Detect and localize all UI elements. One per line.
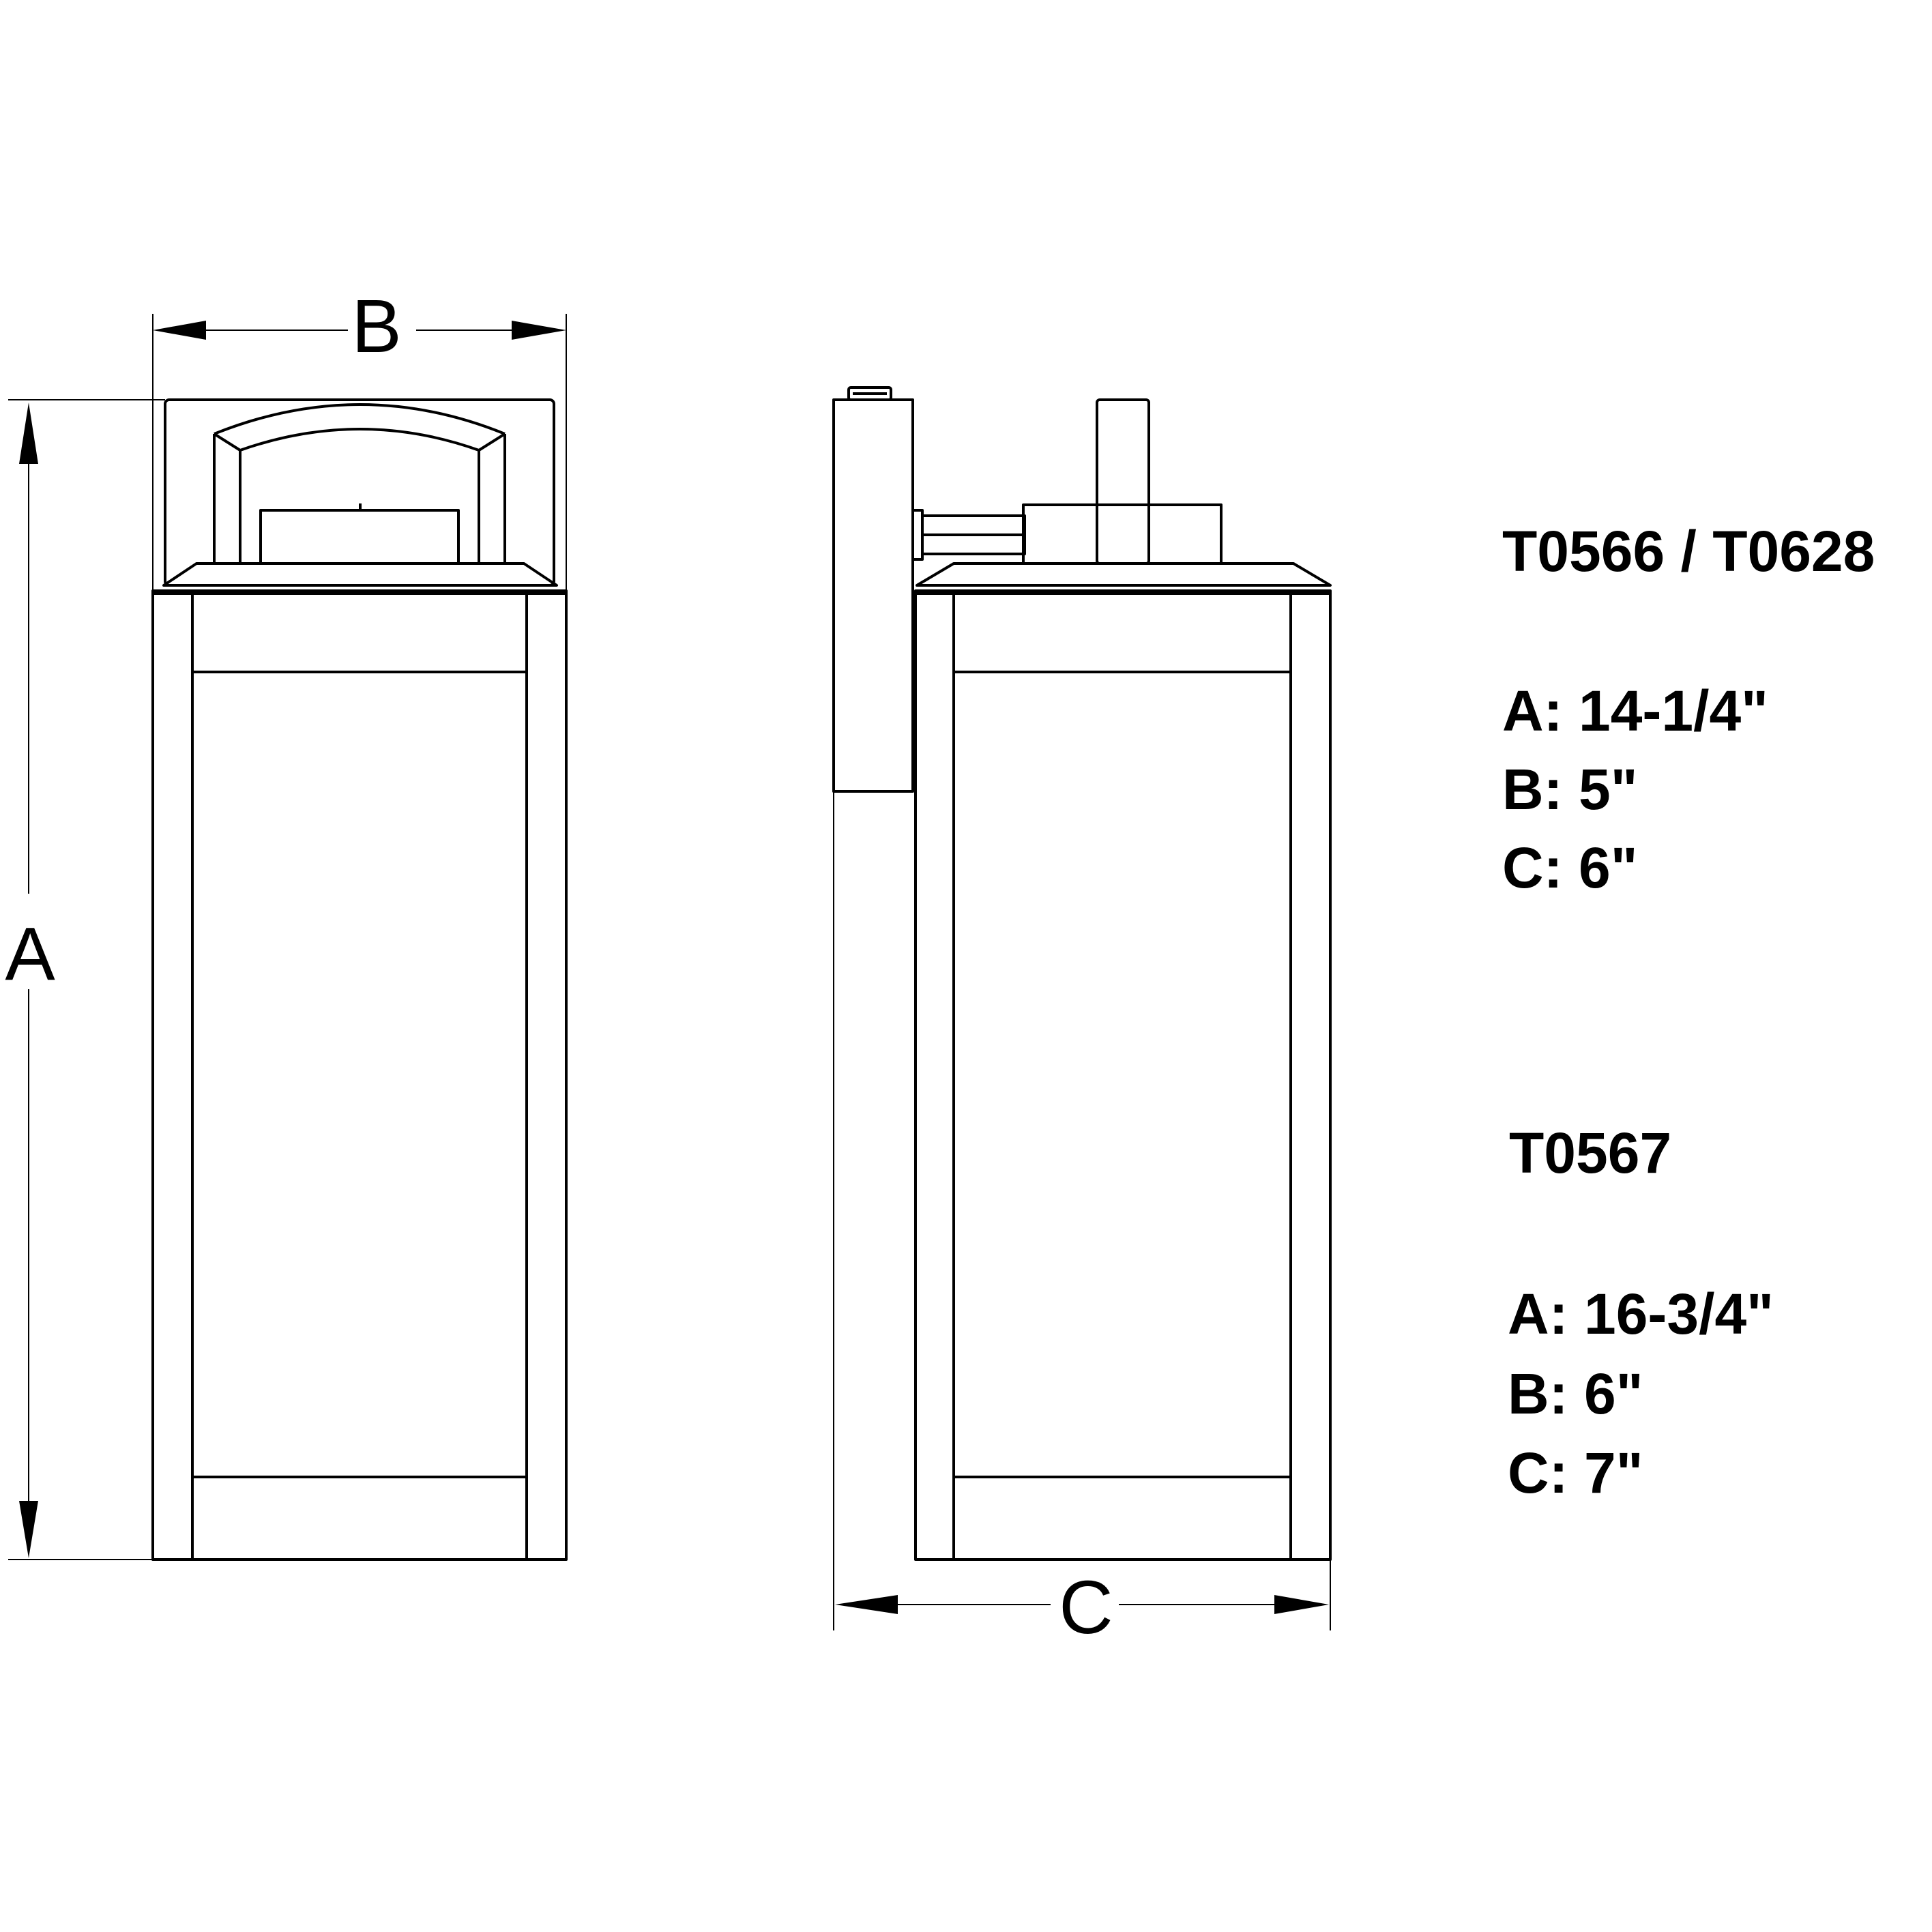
dimension-c [833, 791, 1331, 1630]
side-wall-bracket [832, 398, 914, 793]
dimension-a-label: A [5, 912, 55, 996]
dimension-b [152, 314, 567, 591]
model-2-title: T0567 [1509, 1121, 1672, 1185]
side-arm-post [1096, 398, 1150, 565]
spec-value: 16-3/4" [1583, 1282, 1774, 1346]
dimension-b-arrow-left [153, 321, 206, 340]
model-1-title: T0566 / T0628 [1502, 519, 1875, 583]
dimension-a [8, 399, 165, 1560]
spec-value: 7" [1583, 1441, 1643, 1505]
model-1-spec-a: A: 14-1/4" [1502, 682, 1768, 740]
spec-key: B: [1502, 757, 1563, 821]
side-body-frame [914, 589, 1332, 1561]
model-2-spec-a: A: 16-3/4" [1508, 1285, 1774, 1343]
spec-value: 6" [1583, 1362, 1643, 1426]
dimension-c-arrow-left [835, 1595, 898, 1614]
side-top-cap [916, 562, 1332, 587]
dimension-b-arrow-right [512, 321, 566, 340]
model-2-spec-b: B: 6" [1508, 1365, 1643, 1422]
side-view [832, 386, 1332, 1561]
front-glass-panel [191, 592, 528, 1561]
front-backplate [164, 398, 555, 587]
front-arm [213, 403, 506, 564]
side-mount-nut [847, 386, 892, 401]
spec-key: C: [1508, 1441, 1568, 1505]
spec-value: 5" [1578, 757, 1638, 821]
spec-value: 6" [1578, 836, 1638, 900]
front-view [151, 398, 568, 1561]
dimension-a-arrow-bottom [19, 1501, 38, 1558]
spec-key: B: [1508, 1362, 1568, 1426]
side-arm-block [1022, 503, 1223, 565]
dimension-c-arrow-right [1274, 1595, 1329, 1614]
model-2-spec-c: C: 7" [1508, 1444, 1643, 1502]
front-top-cap [162, 562, 558, 587]
spec-key: A: [1508, 1282, 1568, 1346]
dimension-a-arrow-top [19, 402, 38, 464]
front-body-frame [151, 589, 568, 1561]
dimension-b-label: B [351, 284, 401, 368]
spec-value: 14-1/4" [1578, 679, 1768, 743]
model-1-spec-c: C: 6" [1502, 839, 1638, 896]
side-glass-panel [952, 592, 1292, 1561]
spec-key: C: [1502, 836, 1563, 900]
model-1-spec-b: B: 5" [1502, 761, 1638, 818]
dimension-c-label: C [1059, 1566, 1113, 1650]
spec-key: A: [1502, 679, 1563, 743]
